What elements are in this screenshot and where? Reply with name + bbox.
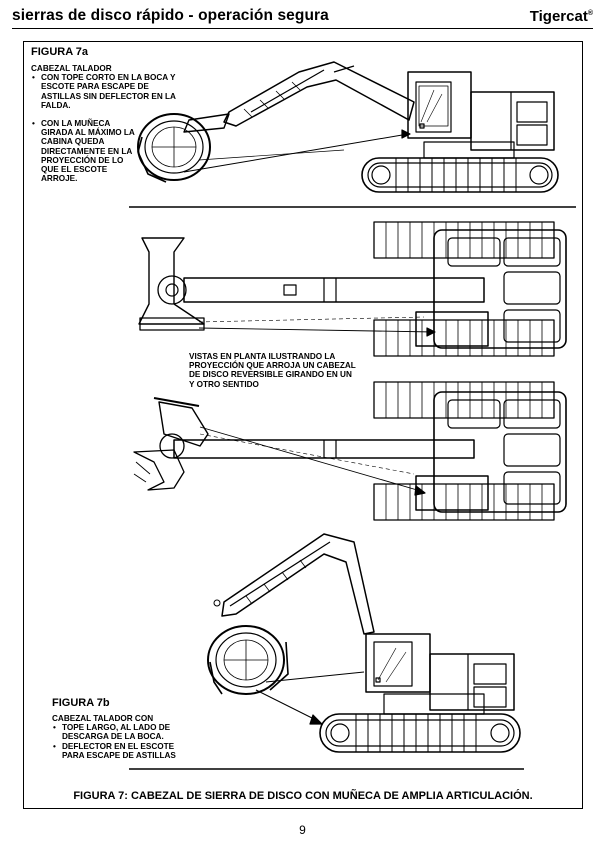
figure-7b-label: FIGURA 7b [52,697,110,709]
brand-name: Tigercat [529,8,588,25]
figure-7a-bullet: CON LA MUÑECA GIRADA AL MÁXIMO LA CABINA… [31,119,141,183]
page-number: 9 [299,823,306,837]
figure-7a-label: FIGURA 7a [31,46,89,58]
figure-7a-subtitle: CABEZAL TALADOR [31,64,112,73]
figure-7b-bullet: DEFLECTOR EN EL ESCOTE PARA ESCAPE DE AS… [52,742,192,760]
machine-side-view-7a [129,61,576,208]
plan-views-note: VISTAS EN PLANTA ILUSTRANDO LA PROYECCIÓ… [189,352,356,389]
figure-7a-description: CABEZAL TALADOR CON TOPE CORTO EN LA BOC… [31,64,189,183]
brand-logo: Tigercat® [530,8,593,25]
registered-mark: ® [587,10,593,17]
header-rule [12,28,593,29]
figure-7b-bullet: TOPE LARGO, AL LADO DE DESCARGA DE LA BO… [52,723,192,741]
figure-7b-description: CABEZAL TALADOR CON TOPE LARGO, AL LADO … [52,714,192,760]
machine-side-view-7b [129,533,524,770]
figure-7b-subtitle: CABEZAL TALADOR CON [52,714,154,723]
plan-view-two [133,381,567,521]
figure-frame: FIGURA 7a CABEZAL TALADOR CON TOPE CORTO… [23,41,583,809]
plan-view-one [138,221,567,357]
figure-caption: FIGURA 7: CABEZAL DE SIERRA DE DISCO CON… [73,790,533,802]
page-header-title: sierras de disco rápido - operación segu… [12,7,329,24]
figure-7a-bullet: CON TOPE CORTO EN LA BOCA Y ESCOTE PARA … [31,73,189,110]
